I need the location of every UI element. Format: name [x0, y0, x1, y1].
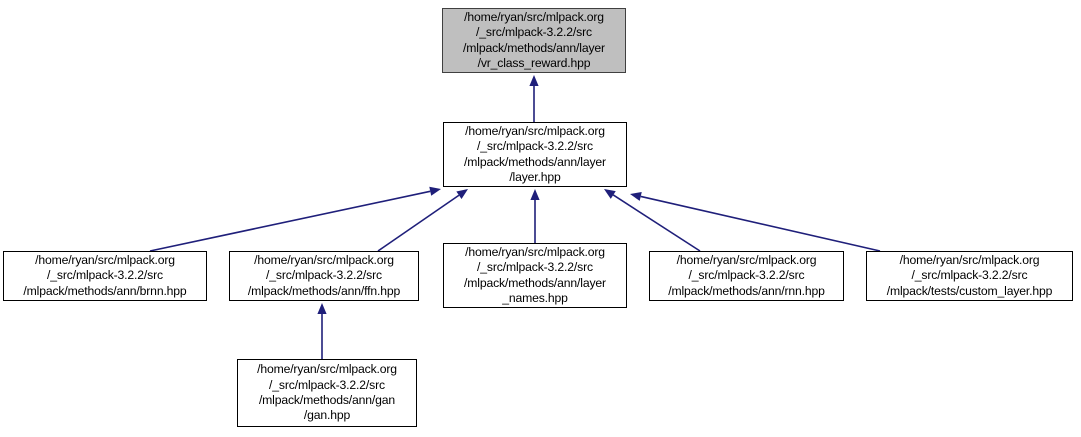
- node-label: /home/ryan/src/mlpack.org /_src/mlpack-3…: [886, 252, 1053, 298]
- node-label: /home/ryan/src/mlpack.org /_src/mlpack-3…: [464, 244, 606, 305]
- edge-ffn-to-layer: [377, 189, 468, 252]
- node-label: /home/ryan/src/mlpack.org /_src/mlpack-3…: [23, 252, 187, 298]
- edge-custom-layer-to-layer: [630, 191, 881, 252]
- node-label: /home/ryan/src/mlpack.org /_src/mlpack-3…: [464, 123, 606, 184]
- edge-layer-names-to-layer: [530, 189, 540, 243]
- ffn-node[interactable]: /home/ryan/src/mlpack.org /_src/mlpack-3…: [229, 251, 419, 301]
- layer-node[interactable]: /home/ryan/src/mlpack.org /_src/mlpack-3…: [443, 122, 627, 187]
- vr-class-reward-node[interactable]: /home/ryan/src/mlpack.org /_src/mlpack-3…: [442, 8, 626, 73]
- rnn-node[interactable]: /home/ryan/src/mlpack.org /_src/mlpack-3…: [649, 251, 844, 301]
- edge-brnn-to-layer: [149, 186, 441, 252]
- custom-layer-node[interactable]: /home/ryan/src/mlpack.org /_src/mlpack-3…: [866, 251, 1073, 301]
- layer-names-node[interactable]: /home/ryan/src/mlpack.org /_src/mlpack-3…: [443, 243, 627, 308]
- edge-gan-to-ffn: [317, 303, 327, 359]
- node-label: /home/ryan/src/mlpack.org /_src/mlpack-3…: [257, 362, 397, 423]
- edge-rnn-to-layer: [604, 189, 701, 252]
- edge-layer-to-vr-class-reward: [529, 75, 539, 122]
- brnn-node[interactable]: /home/ryan/src/mlpack.org /_src/mlpack-3…: [3, 251, 207, 301]
- node-label: /home/ryan/src/mlpack.org /_src/mlpack-3…: [247, 252, 401, 298]
- gan-node[interactable]: /home/ryan/src/mlpack.org /_src/mlpack-3…: [237, 359, 417, 427]
- node-label: /home/ryan/src/mlpack.org /_src/mlpack-3…: [463, 9, 605, 70]
- node-label: /home/ryan/src/mlpack.org /_src/mlpack-3…: [668, 252, 825, 298]
